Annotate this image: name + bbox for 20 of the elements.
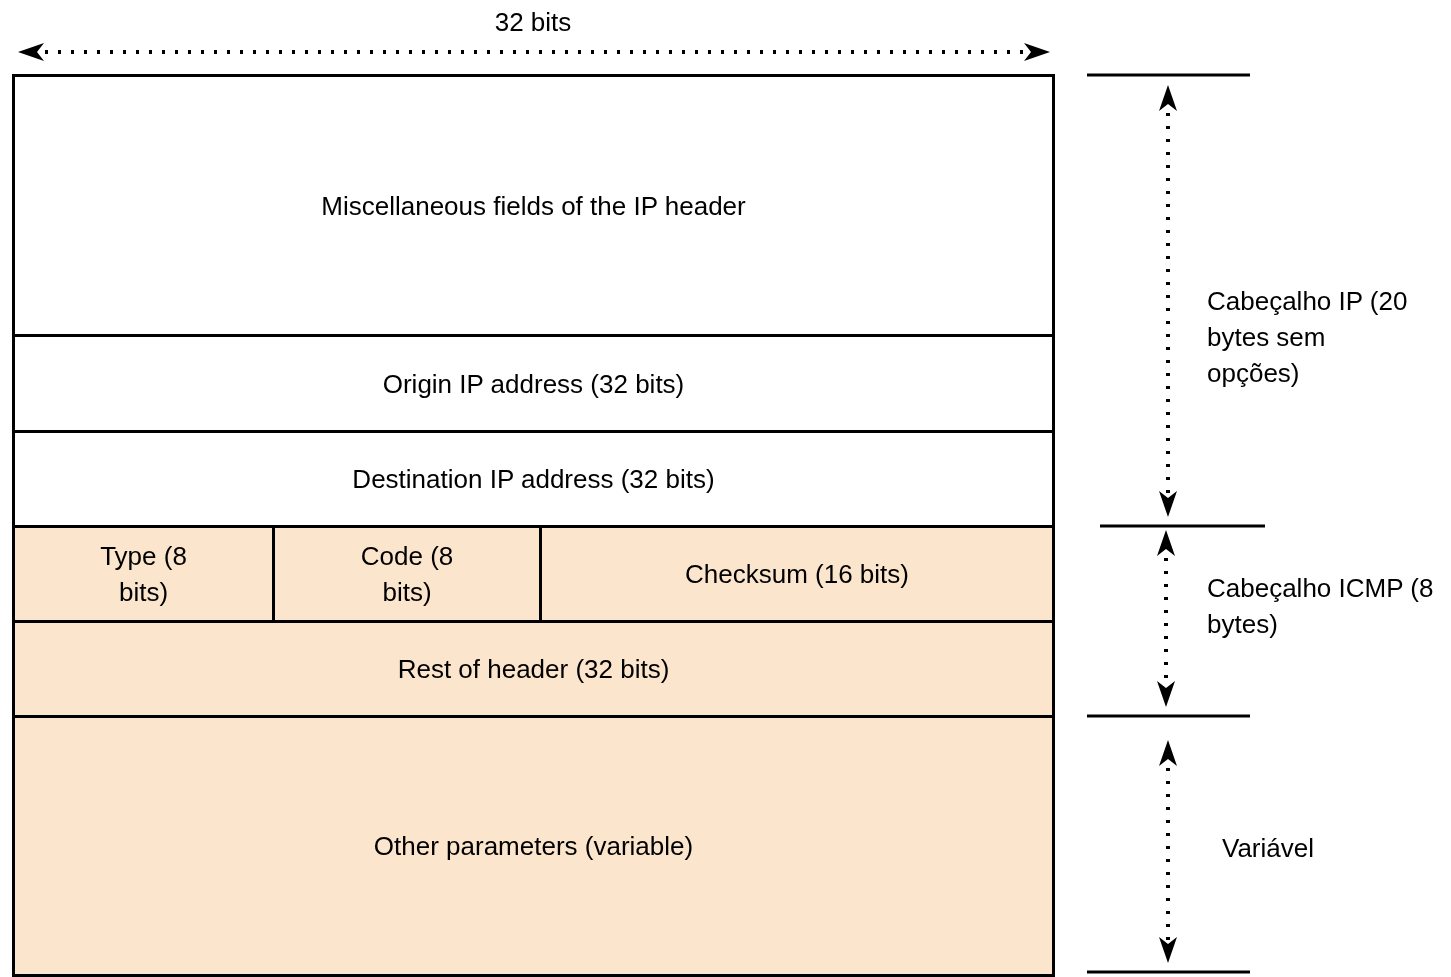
dimension-label: Cabeçalho ICMP (8 bytes) [1207, 572, 1435, 641]
field-box [12, 525, 275, 623]
field-box [12, 715, 1055, 977]
field-box [272, 525, 542, 623]
field-label: Type (8 bits) [99, 540, 188, 609]
field-label: Checksum (16 bits) [685, 558, 909, 591]
field-box [12, 334, 1055, 433]
field-box [12, 430, 1055, 528]
field-box [539, 525, 1055, 623]
dimension-label: Variável [1222, 832, 1315, 865]
dimension-label: Cabeçalho IP (20 bytes sem opções) [1207, 285, 1409, 390]
field-box [12, 620, 1055, 718]
field-box [12, 74, 1055, 337]
field-label: Miscellaneous fields of the IP header [321, 189, 746, 223]
field-label: Rest of header (32 bits) [397, 653, 670, 686]
dimension-label: 32 bits [493, 6, 573, 39]
field-label: Destination IP address (32 bits) [352, 463, 715, 496]
field-label: Origin IP address (32 bits) [382, 367, 685, 401]
field-label: Code (8 bits) [359, 540, 455, 609]
field-label: Other parameters (variable) [373, 830, 694, 863]
